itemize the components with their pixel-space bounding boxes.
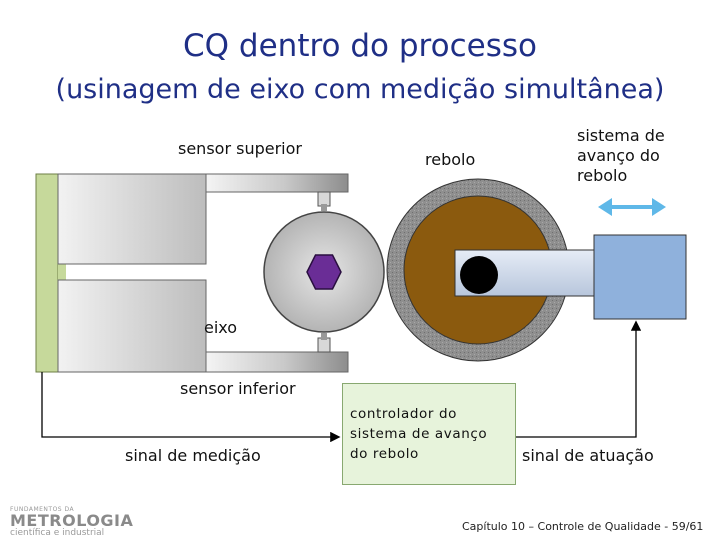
- logo-caption: FUNDAMENTOS DA: [10, 506, 75, 513]
- controller-line-2: sistema de avanço: [350, 426, 488, 442]
- controller-line-3: do rebolo: [350, 446, 419, 462]
- label-sistema-avanco-line-3: rebolo: [577, 166, 628, 185]
- lower-sensor-arm: [205, 351, 349, 373]
- controller-box: controlador do sistema de avanço do rebo…: [342, 383, 516, 485]
- upper-clamp-block: [57, 173, 207, 265]
- upper-sensor-arm: [205, 173, 349, 193]
- lower-sensor-tip: [321, 333, 327, 340]
- lower-sensor-probe: [317, 337, 331, 353]
- label-sinal-medicao: sinal de medição: [125, 446, 261, 465]
- label-eixo: eixo: [204, 318, 238, 337]
- label-sistema-avanco: sistema de avanço do rebolo: [577, 126, 665, 186]
- feed-direction-arrow: [598, 198, 666, 216]
- label-sistema-avanco-line-1: sistema de: [577, 126, 665, 145]
- frame-upright: [35, 173, 59, 373]
- controller-line-1: controlador do: [350, 406, 457, 422]
- label-sistema-avanco-line-2: avanço do: [577, 146, 660, 165]
- label-sensor-inferior: sensor inferior: [180, 379, 296, 398]
- label-rebolo: rebolo: [425, 150, 476, 169]
- logo-wordmark: METROLOGIA: [10, 511, 134, 530]
- shaft-hexagon: [306, 254, 342, 290]
- logo-subtitle: científica e industrial: [10, 528, 105, 538]
- label-sinal-atuacao: sinal de atuação: [522, 446, 654, 465]
- slide-footer: Capítulo 10 – Controle de Qualidade - 59…: [462, 520, 704, 533]
- frame-joint: [58, 264, 66, 280]
- measurement-signal-line: [41, 372, 341, 443]
- page-subtitle: (usinagem de eixo com medição simultânea…: [55, 74, 665, 105]
- upper-sensor-probe: [317, 191, 331, 207]
- feed-system-box: [593, 234, 687, 320]
- spindle-hub: [460, 256, 498, 294]
- page-title: CQ dentro do processo: [183, 28, 537, 64]
- actuation-signal-line: [516, 320, 642, 438]
- label-sensor-superior: sensor superior: [178, 139, 302, 158]
- upper-sensor-tip: [321, 204, 327, 211]
- lower-clamp-block: [57, 279, 207, 373]
